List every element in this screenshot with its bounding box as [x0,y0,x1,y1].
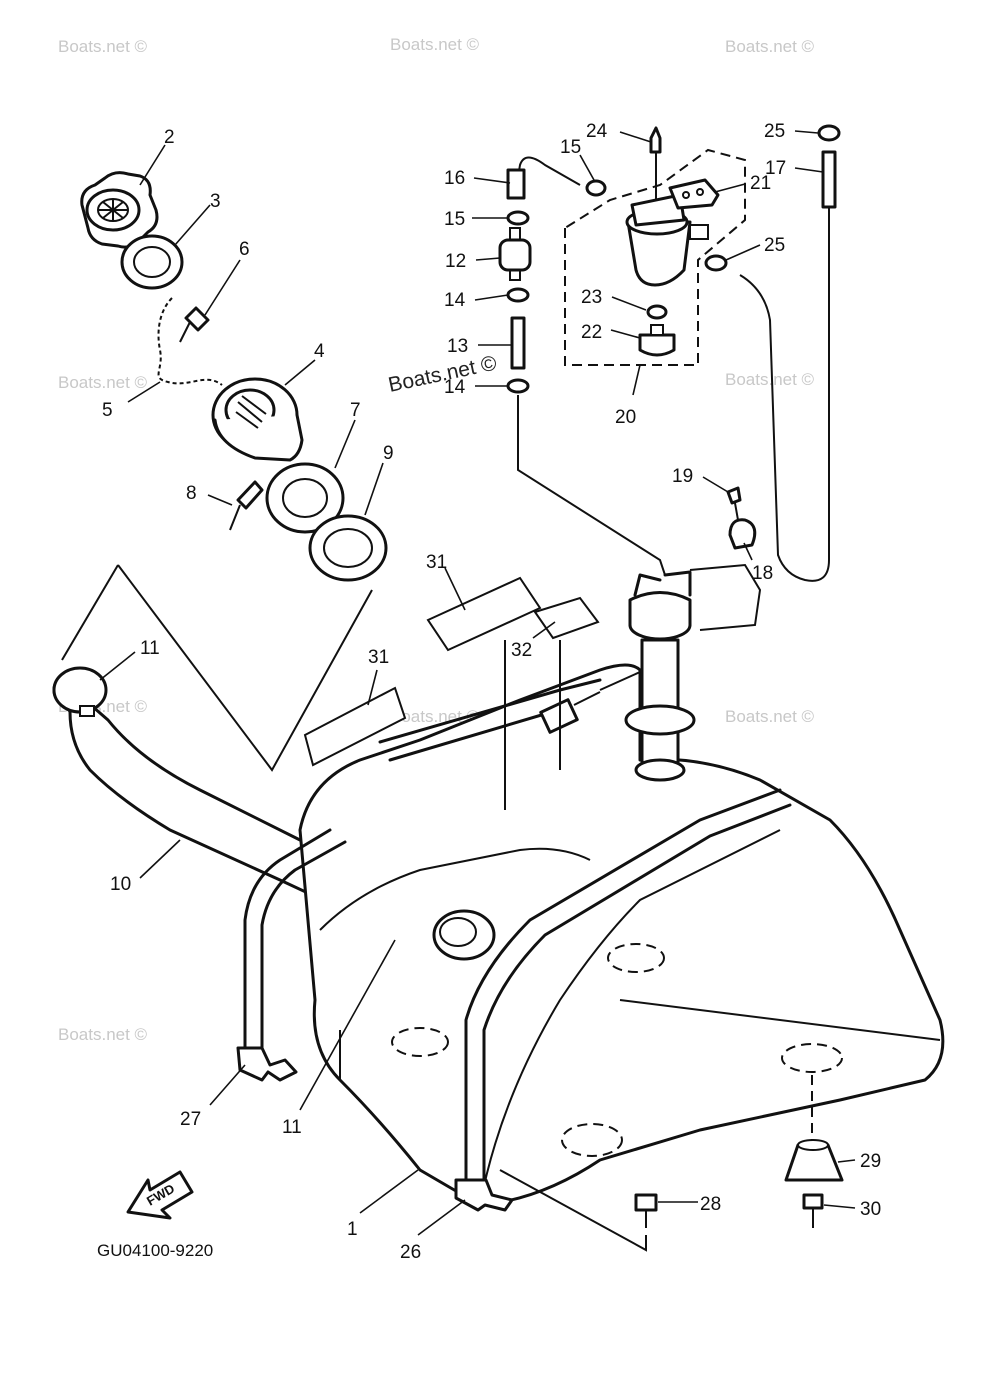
fuel-filter [625,193,709,287]
callout-8: 8 [186,483,197,504]
callout-32: 32 [511,640,532,661]
callout-19: 19 [672,466,693,487]
callout-15-lower: 15 [444,209,465,230]
callout-11-top: 11 [140,638,160,659]
callout-3: 3 [210,191,221,212]
clamp-25-top [817,124,841,142]
callout-5: 5 [102,400,113,421]
screw-19 [726,486,742,521]
screw-6 [179,306,210,343]
vent-24 [649,126,662,200]
callout-numbers: 1 2 3 4 5 6 7 8 9 10 11 11 12 13 14 14 1… [102,121,881,1263]
filler-neck [211,377,304,462]
hose-clamp-11-top [52,666,108,717]
neck-seal-9 [308,514,388,582]
callout-9: 9 [383,443,394,464]
callout-20: 20 [615,407,636,428]
callout-31-upper: 31 [426,552,447,573]
callout-21: 21 [750,173,771,194]
rubber-mount-29 [784,1139,844,1182]
decal-31-upper [426,576,542,652]
filter-assembly-box [564,148,746,366]
decal-guide [504,640,561,810]
fwd-arrow-icon: FWD [126,1170,194,1220]
callout-11-bottom: 11 [282,1117,302,1138]
o-ring-23 [646,304,668,320]
decal-32 [533,596,600,640]
callout-22: 22 [581,322,602,343]
neck-gasket-7 [265,462,345,534]
callout-12: 12 [445,251,466,272]
watermark: Boats.net © [390,35,480,54]
bolt-28-guide [499,1169,647,1252]
callout-4: 4 [314,341,325,362]
callout-16: 16 [444,168,465,189]
callout-25-side: 25 [764,235,785,256]
callout-30: 30 [860,1199,881,1220]
fuel-tank [298,663,945,1207]
fuel-line-guide [517,395,666,576]
callout-25-top: 25 [764,121,785,142]
callout-18: 18 [752,563,773,584]
callout-17: 17 [765,158,786,179]
callout-2: 2 [164,127,175,148]
clamp-14-lower [506,378,530,394]
rivet-8 [229,480,264,531]
callout-24: 24 [586,121,608,142]
filter-bracket-21 [668,178,720,210]
callout-1: 1 [347,1219,358,1240]
callout-13: 13 [447,336,468,357]
watermark: Boats.net © [725,370,815,389]
callout-28: 28 [700,1194,721,1215]
callout-29: 29 [860,1151,881,1172]
clamp-15-lower [506,210,530,226]
inline-filter-12 [498,227,532,281]
decal-31-lower [303,686,407,767]
bolt-28 [634,1193,658,1228]
callout-26: 26 [400,1242,421,1263]
callout-23: 23 [581,287,602,308]
leader-lines [99,130,856,1236]
callout-27: 27 [180,1109,201,1130]
cap-gasket [120,234,184,290]
hose-16 [506,156,581,200]
callout-6: 6 [239,239,250,260]
tank-strap-27 [236,828,347,1082]
tether-chain [157,297,223,386]
filler-cap [80,171,159,249]
watermark: Boats.net © [58,37,148,56]
callout-14-upper: 14 [444,290,466,311]
clamp-25-side [704,254,728,272]
callout-14-lower: 14 [444,377,466,398]
hose-13 [510,316,526,370]
callout-10: 10 [110,874,131,895]
callout-7: 7 [350,400,361,421]
clamp-14-upper [506,287,530,303]
watermark: Boats.net © [725,37,815,56]
clamp-15-upper [585,179,607,197]
watermark: Boats.net © [58,1025,148,1044]
bolt-30 [802,1193,824,1228]
clamp-18 [728,518,757,550]
callout-15-upper: 15 [560,137,581,158]
watermark: Boats.net © [58,373,148,392]
hose-17 [739,150,837,582]
diagram-code: GU04100-9220 [97,1241,213,1260]
watermark: Boats.net © [725,707,815,726]
drain-plug-22 [638,324,676,357]
callout-31-lower: 31 [368,647,389,668]
watermark-dark: Boats.net © [386,351,499,396]
